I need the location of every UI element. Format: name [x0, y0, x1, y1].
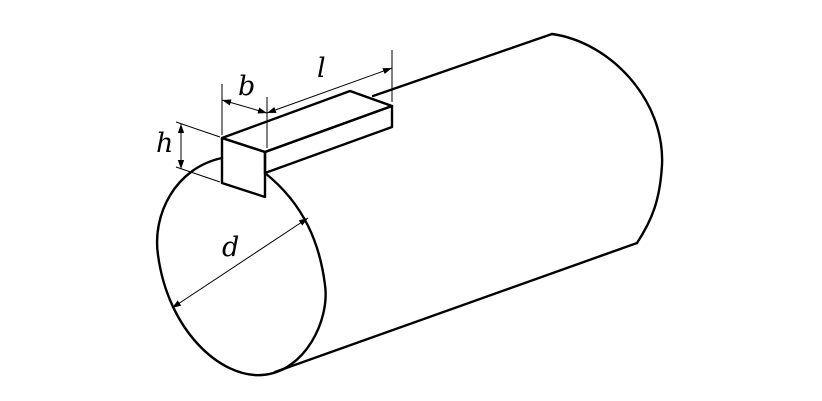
l-label: l — [317, 53, 326, 84]
shaft-bottom-edge — [273, 241, 639, 374]
key-front-face — [220, 136, 267, 199]
dimension-b: b — [221, 71, 268, 148]
h-label: h — [156, 128, 173, 159]
shaft-end-face — [155, 156, 327, 377]
dimension-l: l — [266, 50, 393, 114]
dimension-d: d — [171, 217, 309, 309]
d-label: d — [222, 232, 239, 263]
l-dimension-line — [266, 67, 393, 114]
d-dimension-line — [171, 217, 309, 309]
dimension-h: h — [156, 121, 221, 183]
b-dimension-line — [221, 99, 268, 114]
shaft — [155, 32, 664, 377]
shaft-top-edge — [371, 32, 554, 98]
key-side-face — [263, 104, 394, 175]
b-label: b — [238, 71, 255, 102]
shaft-far-end-arc — [550, 32, 664, 245]
h-extension-line-bottom — [175, 166, 221, 183]
h-extension-line-top — [175, 121, 221, 138]
